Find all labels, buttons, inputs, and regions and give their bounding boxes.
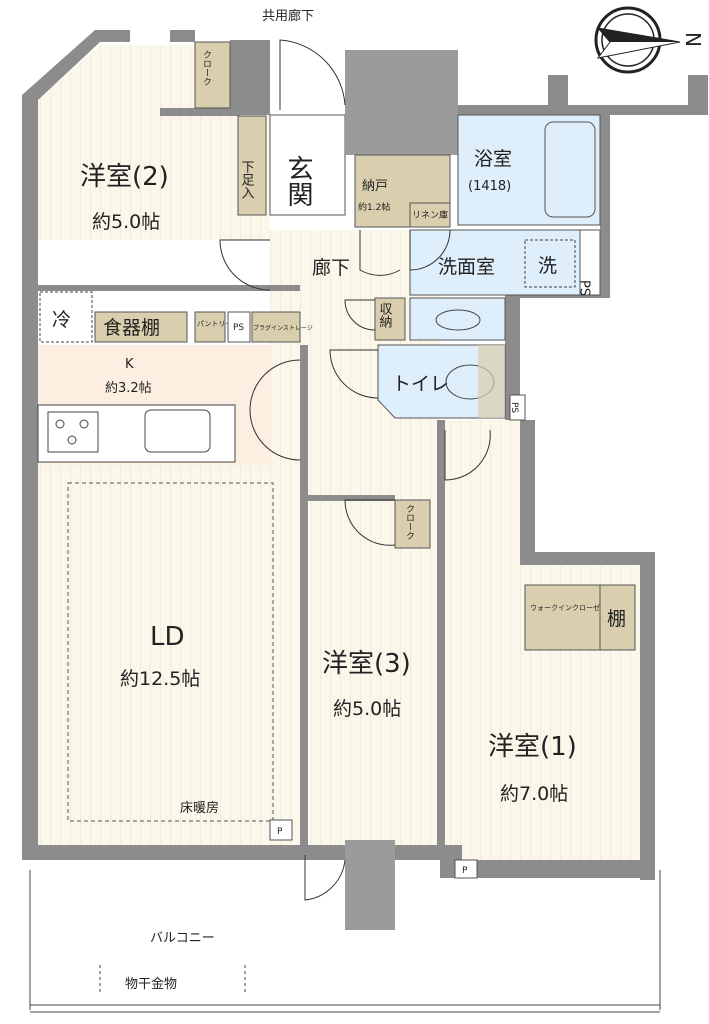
cupboard bbox=[94, 311, 188, 343]
balcony-label: バルコニー bbox=[150, 931, 215, 946]
north-compass-icon: N bbox=[594, 6, 705, 74]
bathtub-icon bbox=[544, 121, 596, 218]
ld-size: 約12.5帖 bbox=[120, 668, 200, 690]
toilet-label: トイレ bbox=[392, 373, 449, 395]
closet-room3 bbox=[394, 499, 431, 549]
linen-label: リネン庫 bbox=[412, 209, 448, 221]
washroom-label: 洗面室 bbox=[438, 256, 495, 278]
entrance-label: 玄関 bbox=[283, 155, 313, 207]
plugin-storage-label: プラグインストレージ bbox=[253, 324, 313, 332]
storage-label: 収納 bbox=[377, 302, 393, 329]
column bbox=[345, 840, 395, 930]
kitchen-sink-icon bbox=[144, 409, 211, 453]
shoe-box-label: 下足入 bbox=[239, 160, 255, 199]
kitchen-label: K bbox=[125, 357, 134, 372]
storeroom-size: 約1.2帖 bbox=[358, 201, 390, 213]
washer-space bbox=[524, 239, 576, 288]
room3-size: 約5.0帖 bbox=[333, 698, 401, 720]
walls bbox=[22, 30, 708, 930]
room3-label: 洋室(3) bbox=[322, 649, 411, 679]
ps-label: PS bbox=[577, 280, 592, 296]
cupboard-label: 食器棚 bbox=[103, 317, 160, 339]
p-box-room1 bbox=[454, 859, 478, 879]
room2-size: 約5.0帖 bbox=[92, 211, 160, 233]
void-shaft bbox=[345, 50, 458, 155]
room1-label: 洋室(1) bbox=[488, 732, 577, 762]
balcony: バルコニー 物干金物 bbox=[29, 870, 661, 1013]
north-label: N bbox=[681, 32, 705, 47]
floor-heating-label: 床暖房 bbox=[180, 800, 219, 816]
sink-icon bbox=[435, 309, 481, 331]
common-corridor-label: 共用廊下 bbox=[262, 8, 314, 24]
ps-kitchen bbox=[227, 311, 251, 343]
walk-in-closet bbox=[524, 584, 601, 651]
washroom bbox=[409, 229, 581, 296]
p-box bbox=[269, 819, 293, 841]
closet-label: クローク bbox=[201, 50, 211, 86]
linen-closet bbox=[409, 202, 451, 228]
vanity bbox=[409, 297, 506, 341]
floor-heating-area bbox=[67, 482, 274, 822]
toilet-tank-area bbox=[478, 345, 505, 418]
fridge-space bbox=[39, 291, 93, 343]
fridge-label: 冷 bbox=[52, 309, 71, 331]
plugin-storage bbox=[251, 311, 301, 343]
p-label: P bbox=[277, 827, 283, 837]
room3-floor bbox=[310, 500, 440, 845]
ps-kitchen-label: PS bbox=[233, 323, 244, 333]
washer-label: 洗 bbox=[538, 255, 557, 277]
shoe-box bbox=[237, 115, 267, 216]
walk-in-closet-label: ウォークインクローゼット bbox=[530, 603, 614, 612]
ld-floor bbox=[38, 465, 300, 845]
bath-label: 浴室 bbox=[474, 148, 512, 170]
ps-shaft bbox=[579, 229, 601, 296]
pantry bbox=[194, 311, 226, 343]
pantry-label: パントリー bbox=[197, 320, 232, 328]
room1-size: 約7.0帖 bbox=[500, 783, 568, 805]
laundry-hardware-label: 物干金物 bbox=[125, 976, 177, 992]
p-label-room1: P bbox=[462, 866, 468, 876]
room2-label: 洋室(2) bbox=[80, 162, 169, 192]
shelf-label: 棚 bbox=[607, 608, 626, 630]
shelf bbox=[599, 584, 636, 651]
kitchen-counter bbox=[37, 404, 236, 463]
closet-room3-label: クローク bbox=[404, 504, 414, 540]
storeroom-label: 納戸 bbox=[362, 179, 388, 194]
doors bbox=[219, 39, 491, 901]
ld-label: LD bbox=[150, 622, 185, 652]
storage-closet bbox=[374, 297, 406, 341]
ps-toilet bbox=[509, 394, 526, 421]
ps-toilet-label: PS bbox=[509, 402, 519, 413]
stove-icon bbox=[47, 411, 99, 453]
kitchen-size: 約3.2帖 bbox=[105, 381, 152, 396]
hallway-label: 廊下 bbox=[312, 257, 350, 279]
bath-size: (1418) bbox=[468, 179, 511, 194]
closet-room2 bbox=[194, 41, 231, 109]
entrance-floor bbox=[269, 114, 346, 216]
bathroom bbox=[457, 114, 601, 226]
